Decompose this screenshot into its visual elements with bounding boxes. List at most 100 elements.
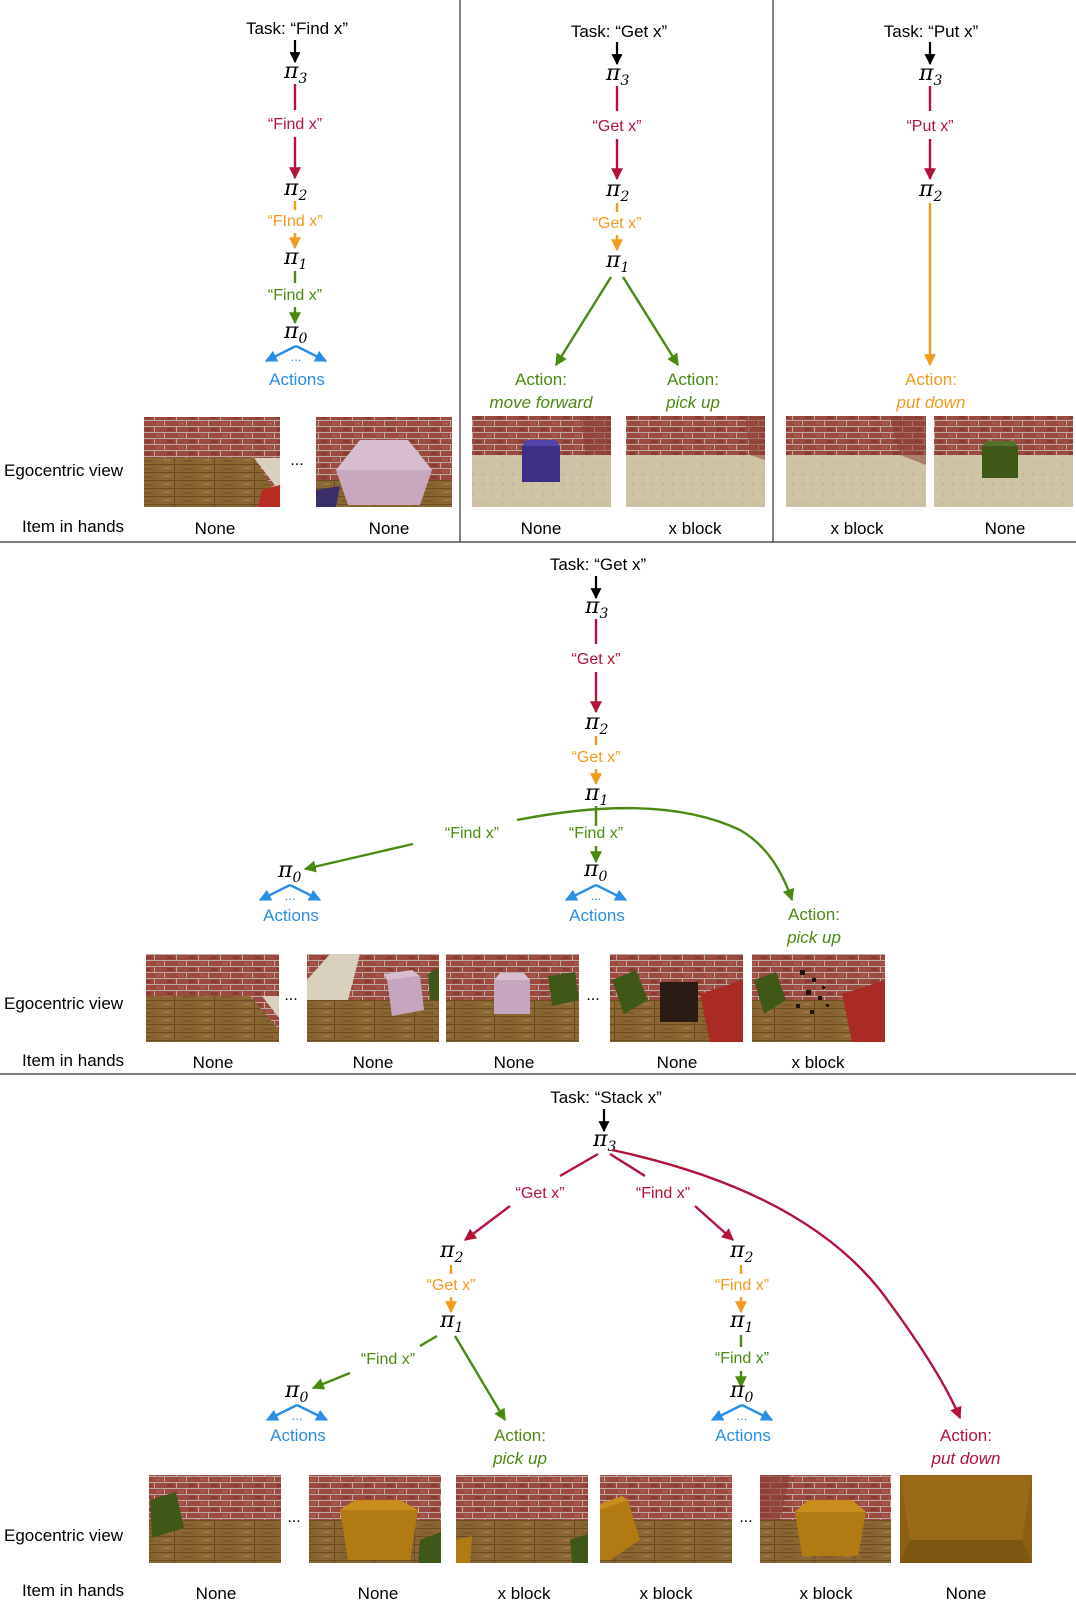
svg-text:π0: π0 [583,857,607,885]
stack-view-1 [149,1475,281,1563]
policy-pi0-left: π0 [277,858,301,886]
panel-put: Task: “Put x” π3 “Put x” π2 Action: put … [786,22,1073,538]
actions-center-label: Actions [569,906,625,925]
task-label: Task: “Get x” [550,555,647,574]
stack-view-4 [600,1475,732,1563]
svg-text:π0: π0 [284,1378,308,1406]
hands-value-1: x block [831,519,884,538]
subtask-find-center-label: “Find x” [569,825,623,842]
hands-value-3: None [494,1053,535,1072]
hands-value-1: None [521,519,562,538]
svg-text:π2: π2 [439,1238,463,1266]
hands-value-5: x block [792,1053,845,1072]
task-label: Task: “Stack x” [550,1088,662,1107]
actions-right-label: Actions [715,1426,771,1445]
edge-get-top [559,1152,599,1178]
policy-pi1-right: π1 [729,1308,753,1336]
edge-find-left [303,842,414,873]
subtask-l1-label: “Find x” [268,287,322,304]
ellipsis: ... [284,987,297,1004]
policy-pi2-left: π2 [439,1238,463,1266]
ellipsis: ... [290,452,303,469]
mid-view-3 [446,954,579,1042]
svg-text:π1: π1 [729,1308,753,1336]
stack-view-3 [456,1475,588,1563]
action-pick-up: pick up [492,1449,547,1468]
policy-pi3: π3 [584,594,608,622]
action-move-forward: move forward [490,393,594,412]
hands-value-6: None [946,1584,987,1603]
subtask-l2-left-label: “Get x” [427,1277,476,1294]
hands-value-1: None [195,519,236,538]
put-view-2 [934,416,1073,507]
item-in-hands-label: Item in hands [22,517,124,536]
action-arrow-move [554,276,613,367]
hands-value-5: x block [800,1584,853,1603]
mid-view-1 [146,954,279,1042]
svg-text:π3: π3 [584,594,608,622]
ellipsis: ... [739,1509,752,1526]
panel-find: Task: “Find x” π3 “Find x” π2 “FInd x” π… [4,19,452,538]
policy-pi2: π2 [584,710,608,738]
task-label: Task: “Find x” [246,19,348,38]
subtask-l2-label: “Get x” [572,749,621,766]
actions-arrow-right [295,344,328,363]
find-view-2 [316,417,452,507]
egocentric-view-label: Egocentric view [4,461,124,480]
item-in-hands-label: Item in hands [22,1051,124,1070]
subtask-l3-label: “Get x” [593,118,642,135]
svg-text:π0: π0 [277,858,301,886]
hands-value-2: x block [669,519,722,538]
policy-pi3: π3 [918,61,942,89]
action-put-down: put down [931,1449,1001,1468]
svg-text:π3: π3 [918,61,942,89]
policy-pi0-right: π0 [729,1378,753,1406]
actions-arrow-right [741,1403,774,1422]
get-view-2 [626,416,765,507]
svg-text:π2: π2 [729,1238,753,1266]
put-view-1 [786,416,926,507]
ellipsis: ... [287,1509,300,1526]
task-label: Task: “Put x” [884,22,979,41]
mid-view-2 [307,954,439,1042]
subtask-find-left-label: “Find x” [445,825,499,842]
panel-get-top: Task: “Get x” π3 “Get x” π2 “Get x” π1 A… [472,22,765,538]
svg-text:π1: π1 [283,245,307,273]
subtask-l2-label: “FInd x” [267,213,322,230]
policy-pi2-right: π2 [729,1238,753,1266]
hands-value-4: x block [640,1584,693,1603]
edge-pickup-curve [516,806,795,902]
action-prefix-move: Action: [515,370,567,389]
edge-get-bottom [464,1205,511,1241]
subtask-l3-label: “Find x” [268,116,322,133]
svg-text:π0: π0 [283,319,307,347]
actions-ellipsis: ... [737,1408,748,1423]
svg-text:π2: π2 [283,176,307,204]
policy-pi2: π2 [283,176,307,204]
edge-find-top [609,1152,646,1178]
edge-find-left-top [419,1334,438,1348]
action-prefix: Action: [905,370,957,389]
action-put-down: put down [896,393,966,412]
policy-pi0-left: π0 [284,1378,308,1406]
stack-view-5 [760,1475,891,1563]
actions-arrow-left [258,883,291,902]
action-prefix-put: Action: [940,1426,992,1445]
svg-text:π2: π2 [918,177,942,205]
policy-pi1: π1 [584,781,608,809]
subtask-l1-left-label: “Find x” [361,1351,415,1368]
actions-arrow-right [289,883,322,902]
policy-pi3: π3 [283,59,307,87]
subtask-l2-label: “Get x” [593,215,642,232]
actions-arrow-right [296,1403,329,1422]
edge-find-bottom [694,1205,734,1241]
egocentric-view-label: Egocentric view [4,994,124,1013]
subtask-l3-label: “Put x” [906,118,953,135]
mid-view-4 [610,954,743,1042]
policy-pi1: π1 [605,248,629,276]
policy-pi2: π2 [605,177,629,205]
svg-text:π1: π1 [439,1308,463,1336]
svg-text:π2: π2 [605,177,629,205]
